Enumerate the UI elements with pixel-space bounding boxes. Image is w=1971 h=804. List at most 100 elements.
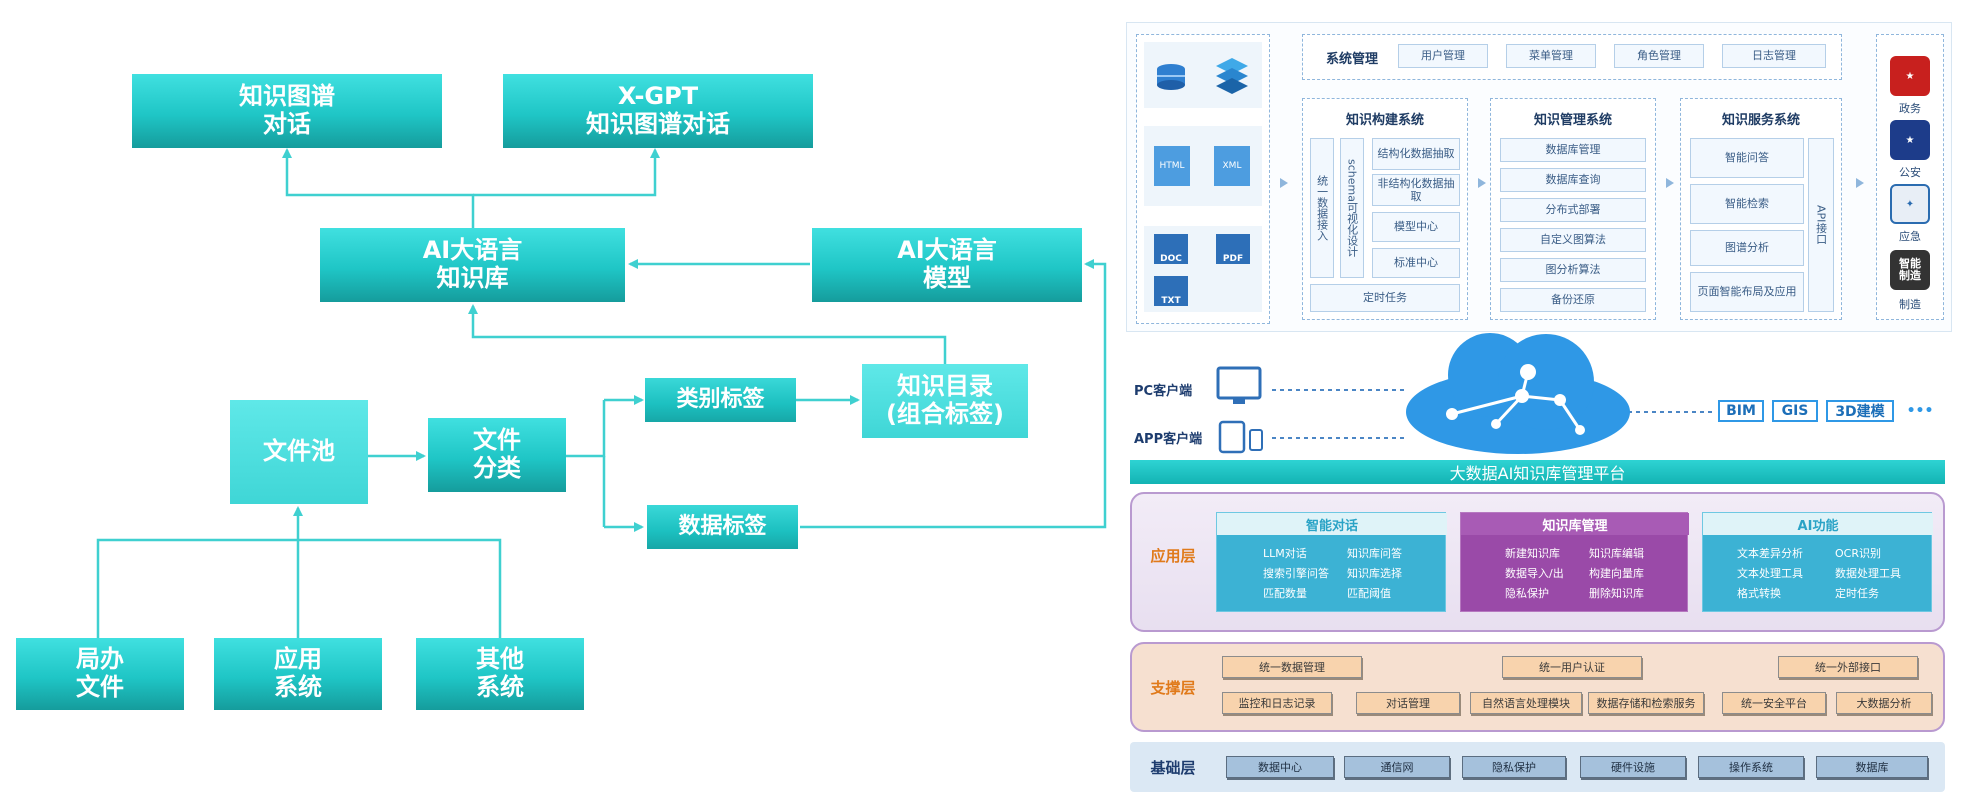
arrow-icon (1478, 178, 1486, 188)
structured-extract: 结构化数据抽取 (1372, 138, 1460, 170)
knowledge-management-title: 知识管理系统 (1533, 112, 1612, 128)
bureau-files-box: 局办 文件 (16, 638, 184, 710)
app-system-box: 应用 系统 (214, 638, 382, 710)
system-management-title: 系统管理 (1325, 51, 1378, 67)
operating-system: 操作系统 (1698, 756, 1804, 778)
3d-model-tag: 3D建模 (1826, 400, 1894, 422)
layers-icon (1216, 58, 1248, 94)
arrow-icon (1280, 178, 1288, 188)
kb-management-title: 知识库管理 (1461, 513, 1689, 535)
ai-item: 格式转换 (1737, 587, 1781, 600)
emblem-label-police: 公安 (1899, 166, 1921, 179)
database: 数据库 (1816, 756, 1928, 778)
dialog-item: 知识库问答 (1347, 547, 1402, 560)
file-classify-box: 文件 分类 (428, 418, 566, 492)
cloud-network-icon (1406, 333, 1630, 454)
custom-graph-algo: 自定义图算法 (1500, 228, 1646, 252)
smart-dialog-title: 智能对话 (1217, 513, 1447, 535)
ai-item: 数据处理工具 (1835, 567, 1901, 580)
support-layer-label: 支撑层 (1150, 678, 1196, 697)
ai-function-card: AI功能 文本差异分析 OCR识别 文本处理工具 数据处理工具 格式转换 定时任… (1702, 512, 1933, 612)
db-icon-tile (1144, 42, 1262, 108)
model-center: 模型中心 (1372, 212, 1460, 242)
app-client-label: APP客户端 (1134, 432, 1203, 447)
arrow-icon (1856, 178, 1864, 188)
platform-bar: 大数据AI知识库管理平台 (1130, 460, 1945, 484)
doc-pdf-txt-tile: DOC PDF TXT (1144, 226, 1262, 312)
dialog-mgmt: 对话管理 (1356, 692, 1460, 714)
smart-dialog-card: 智能对话 LLM对话 知识库问答 搜索引擎问答 知识库选择 匹配数量 匹配阈值 (1216, 512, 1447, 612)
unified-data-mgmt: 统一数据管理 (1222, 656, 1362, 678)
monitor-icon (1216, 366, 1262, 404)
knowledge-service-title: 知识服务系统 (1721, 112, 1800, 128)
kb-item: 知识库编辑 (1589, 547, 1644, 560)
emblem-label-manufacturing: 制造 (1899, 298, 1921, 311)
api-interface: API接口 (1808, 138, 1834, 312)
gis-tag: GIS (1772, 400, 1818, 422)
privacy-protection: 隐私保护 (1462, 756, 1566, 778)
graph-analysis-algo: 图分析算法 (1500, 258, 1646, 282)
dialog-item: 搜索引擎问答 (1263, 567, 1329, 580)
more-dots-icon: ••• (1906, 403, 1934, 419)
unified-external-api: 统一外部接口 (1778, 656, 1918, 678)
bim-tag: BIM (1718, 400, 1764, 422)
category-tag-box: 类别标签 (645, 378, 796, 422)
kg-dialog-box: 知识图谱 对话 (132, 74, 442, 148)
pdf-file-icon: PDF (1216, 234, 1250, 264)
smart-qa: 智能问答 (1690, 138, 1804, 178)
kb-item: 新建知识库 (1505, 547, 1560, 560)
standard-center: 标准中心 (1372, 248, 1460, 278)
kb-management-card: 知识库管理 新建知识库 知识库编辑 数据导入/出 构建向量库 隐私保护 删除知识… (1460, 512, 1689, 612)
txt-file-icon: TXT (1154, 276, 1188, 306)
file-pool-box: 文件池 (230, 400, 368, 504)
base-layer-label: 基础层 (1150, 758, 1196, 777)
emblem-label-gov: 政务 (1899, 102, 1921, 115)
kb-item: 数据导入/出 (1505, 567, 1564, 580)
distributed-deploy: 分布式部署 (1500, 198, 1646, 222)
ai-function-title: AI功能 (1703, 513, 1933, 535)
database-icon (1157, 64, 1185, 90)
kb-item: 隐私保护 (1505, 587, 1549, 600)
html-file-icon: HTML (1154, 146, 1190, 186)
emblem-label-emergency: 应急 (1899, 230, 1921, 243)
pc-client-label: PC客户端 (1134, 384, 1193, 399)
db-management: 数据库管理 (1500, 138, 1646, 162)
knowledge-build-title: 知识构建系统 (1345, 112, 1424, 128)
ai-knowledge-base-box: AI大语言 知识库 (320, 228, 625, 302)
government-emblem-icon: ★ (1890, 56, 1930, 96)
storage-retrieval: 数据存储和检索服务 (1588, 692, 1704, 714)
smart-layout: 页面智能布局及应用 (1690, 272, 1804, 312)
data-tag-box: 数据标签 (647, 505, 798, 549)
role-management: 角色管理 (1614, 44, 1704, 68)
ai-item: OCR识别 (1835, 547, 1881, 560)
kb-item: 删除知识库 (1589, 587, 1644, 600)
unified-security: 统一安全平台 (1722, 692, 1826, 714)
other-system-box: 其他 系统 (416, 638, 584, 710)
schema-design: schema可视化设计 (1340, 138, 1364, 278)
smart-search: 智能检索 (1690, 184, 1804, 224)
kb-item: 构建向量库 (1589, 567, 1644, 580)
unified-user-auth: 统一用户认证 (1502, 656, 1642, 678)
ai-item: 文本处理工具 (1737, 567, 1803, 580)
dialog-item: 匹配阈值 (1347, 587, 1391, 600)
html-xml-tile: HTML XML (1144, 126, 1262, 206)
monitor-log: 监控和日志记录 (1222, 692, 1332, 714)
ai-item: 定时任务 (1835, 587, 1879, 600)
knowledge-catalog-box: 知识目录 (组合标签) (862, 364, 1028, 438)
unstructured-extract: 非结构化数据抽取 (1372, 174, 1460, 206)
xml-file-icon: XML (1214, 146, 1250, 186)
comm-network: 通信网 (1344, 756, 1450, 778)
dialog-item: 知识库选择 (1347, 567, 1402, 580)
dialog-item: 匹配数量 (1263, 587, 1307, 600)
smart-manufacturing-emblem: 智能 制造 (1890, 250, 1930, 290)
nlp-module: 自然语言处理模块 (1470, 692, 1582, 714)
tablet-icon (1218, 420, 1263, 454)
log-management: 日志管理 (1722, 44, 1826, 68)
emergency-emblem-icon: ✦ (1890, 184, 1930, 224)
db-query: 数据库查询 (1500, 168, 1646, 192)
ai-language-model-box: AI大语言 模型 (812, 228, 1082, 302)
arrow-icon (1666, 178, 1674, 188)
